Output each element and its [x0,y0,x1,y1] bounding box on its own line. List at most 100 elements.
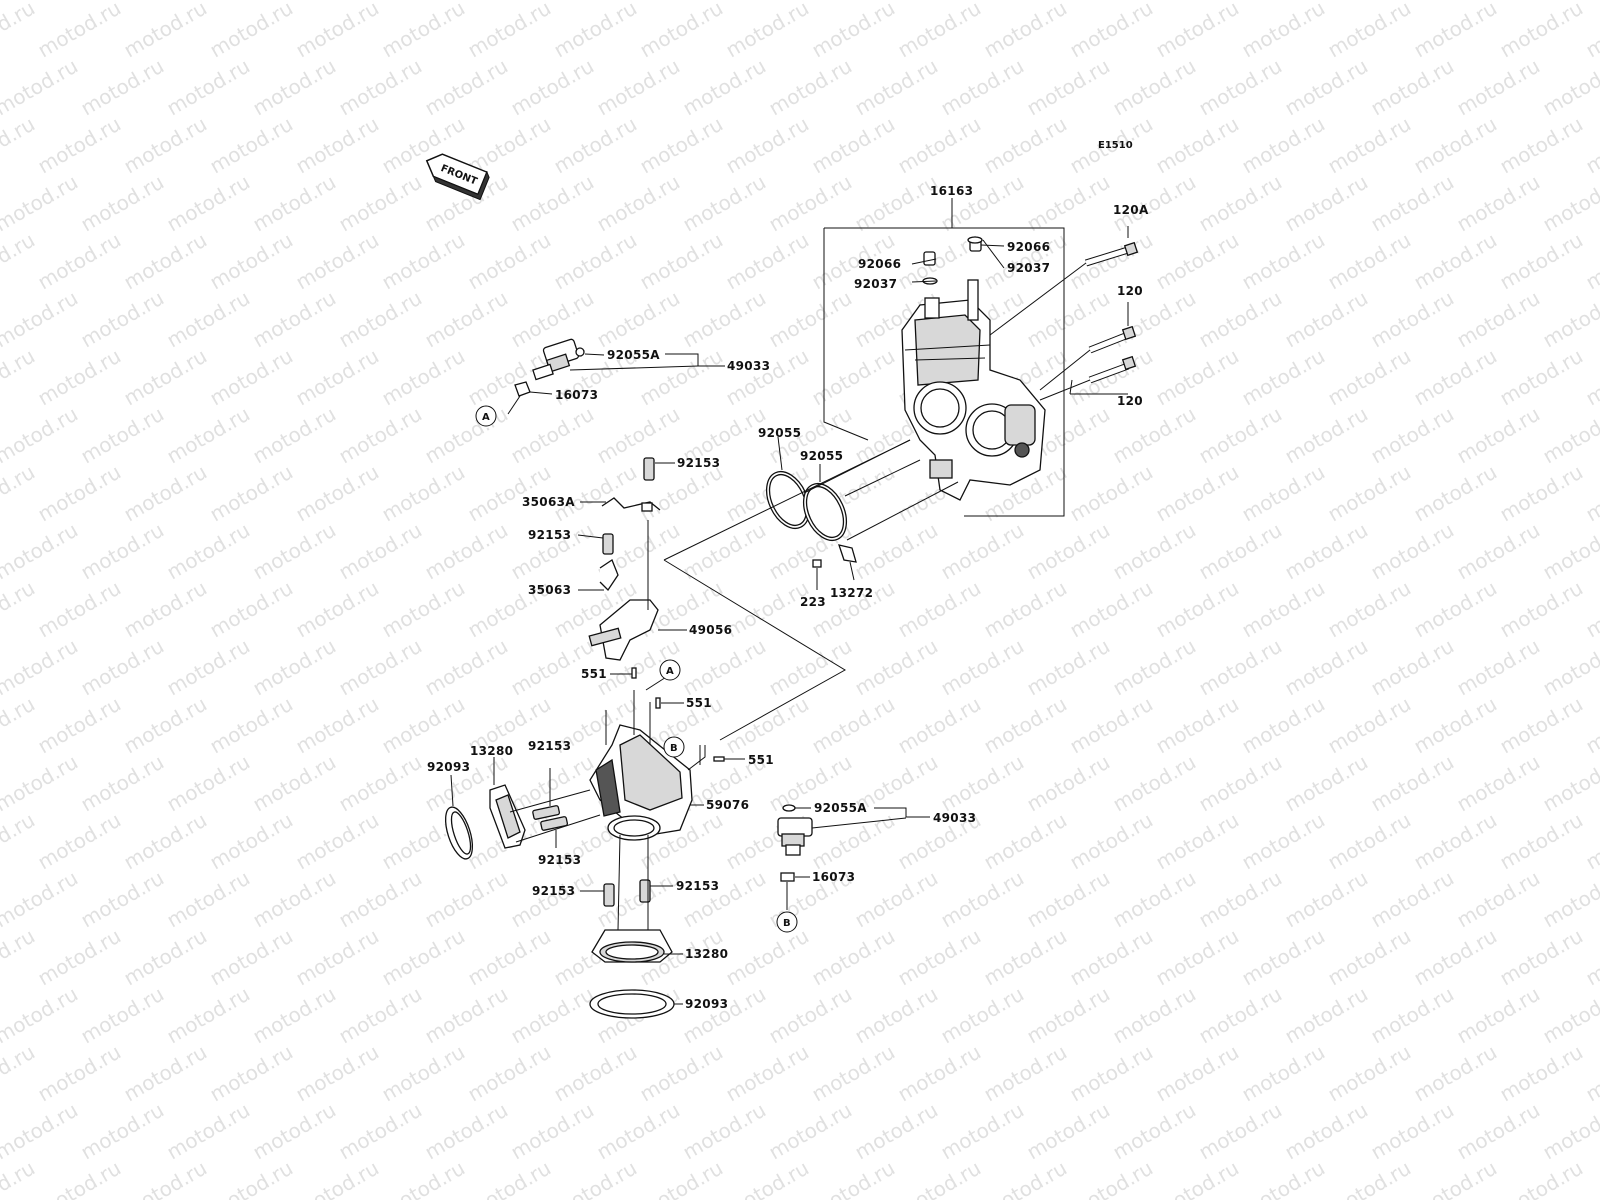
watermark-text: motod.ru [1238,228,1329,295]
watermark-text: motod.ru [1496,460,1587,527]
watermark-text: motod.ru [507,170,598,237]
watermark-text: motod.ru [249,866,340,933]
watermark-text: motod.ru [1281,982,1372,1049]
watermark-text: motod.ru [765,1098,856,1165]
watermark-text: motod.ru [1582,692,1600,759]
watermark-text: motod.ru [0,808,39,875]
watermark-text: motod.ru [120,112,211,179]
watermark-text: motod.ru [507,54,598,121]
watermark-text: motod.ru [77,982,168,1049]
watermark-text: motod.ru [1195,518,1286,585]
callout-59076: 59076 [706,798,749,812]
watermark-text: motod.ru [1367,518,1458,585]
watermark-text: motod.ru [335,54,426,121]
watermark-text: motod.ru [464,1040,555,1107]
seal-part-92093-left [444,806,474,860]
watermark-text: motod.ru [550,112,641,179]
watermark-text: motod.ru [0,286,82,353]
diagram-code: E1510 [1098,140,1133,151]
watermark-text: motod.ru [1066,808,1157,875]
watermark-text: motod.ru [679,54,770,121]
watermark-text: motod.ru [1367,0,1458,4]
callout-49033-top: 49033 [727,359,770,373]
watermark-text: motod.ru [593,0,684,4]
watermark-text: motod.ru [1195,982,1286,1049]
watermark-text: motod.ru [1453,982,1544,1049]
watermark-text: motod.ru [1152,576,1243,643]
fuel-injector-part-top [514,338,585,397]
watermark-text: motod.ru [894,112,985,179]
watermark-text: motod.ru [1281,518,1372,585]
watermark-text: motod.ru [507,1098,598,1165]
bolt-part-92153-4 [540,816,569,831]
watermark-text: motod.ru [593,402,684,469]
watermark-text: motod.ru [378,344,469,411]
watermark-text: motod.ru [120,228,211,295]
bolt-part-92153-1 [643,457,655,481]
watermark-text: motod.ru [1367,170,1458,237]
watermark-text: motod.ru [1109,866,1200,933]
watermark-text: motod.ru [163,0,254,4]
watermark-text: motod.ru [808,808,899,875]
watermark-text: motod.ru [249,54,340,121]
watermark-text: motod.ru [1324,692,1415,759]
watermark-text: motod.ru [1152,924,1243,991]
callout-13280-bottom: 13280 [685,947,728,961]
watermark-text: motod.ru [851,634,942,701]
watermark-text: motod.ru [1023,518,1114,585]
watermark-text: motod.ru [421,866,512,933]
bolt-part-92153-5 [603,883,615,907]
fuel-injector-part-bottom [777,804,813,882]
watermark-text: motod.ru [894,0,985,62]
watermark-text: motod.ru [1152,692,1243,759]
throttle-body-callout-frame [823,198,1065,517]
watermark-text: motod.ru [1496,344,1587,411]
watermark-text: motod.ru [1410,576,1501,643]
watermark-text: motod.ru [851,866,942,933]
watermark-text: motod.ru [1410,112,1501,179]
watermark-text: motod.ru [808,0,899,62]
watermark-text: motod.ru [808,692,899,759]
watermark-text: motod.ru [163,402,254,469]
watermark-text: motod.ru [1582,460,1600,527]
watermark-text: motod.ru [1281,634,1372,701]
watermark-text: motod.ru [722,576,813,643]
callout-92153-5: 92153 [532,884,575,898]
watermark-text: motod.ru [507,982,598,1049]
watermark-text: motod.ru [1066,1040,1157,1107]
watermark-text: motod.ru [937,634,1028,701]
watermark-text: motod.ru [1539,518,1600,585]
watermark-text: motod.ru [1324,1156,1415,1200]
watermark-text: motod.ru [1152,112,1243,179]
watermark-text: motod.ru [1023,866,1114,933]
watermark-text: motod.ru [937,866,1028,933]
watermark-text: motod.ru [0,1040,39,1107]
watermark-text: motod.ru [937,518,1028,585]
watermark-text: motod.ru [808,1156,899,1200]
watermark-text: motod.ru [421,0,512,4]
watermark-text: motod.ru [335,750,426,817]
watermark-text: motod.ru [292,692,383,759]
watermark-text: motod.ru [1109,54,1200,121]
watermark-text: motod.ru [206,460,297,527]
watermark-text: motod.ru [894,1156,985,1200]
watermark-text: motod.ru [894,692,985,759]
watermark-text: motod.ru [1539,54,1600,121]
watermark-text: motod.ru [851,54,942,121]
watermark-text: motod.ru [679,0,770,4]
watermark-text: motod.ru [1023,0,1114,4]
watermark-text: motod.ru [894,1040,985,1107]
watermark-text: motod.ru [120,924,211,991]
watermark-text: motod.ru [1023,982,1114,1049]
watermark-text: motod.ru [1496,228,1587,295]
watermark-text: motod.ru [335,866,426,933]
watermark-text: motod.ru [34,0,125,62]
watermark-text: motod.ru [765,54,856,121]
watermark-text: motod.ru [1281,54,1372,121]
watermark-text: motod.ru [292,460,383,527]
watermark-text: motod.ru [1152,228,1243,295]
bracket-part-13272 [838,544,857,563]
watermark-text: motod.ru [1496,692,1587,759]
watermark-text: motod.ru [34,1156,125,1200]
